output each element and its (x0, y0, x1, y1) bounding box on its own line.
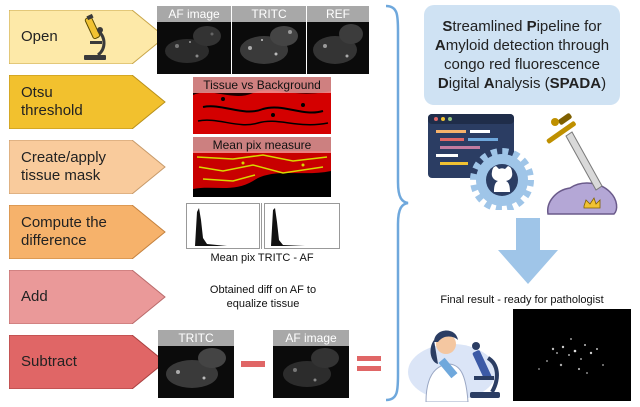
histogram-left-bars (193, 208, 257, 246)
step-open: Open (9, 10, 167, 64)
step-add-label: Add (21, 288, 48, 305)
step-add: Add (9, 270, 167, 324)
step-mask: Create/apply tissue mask (9, 140, 167, 194)
tritc-image-texture (240, 26, 298, 64)
af-image-texture (165, 26, 221, 63)
final-result-image (513, 309, 631, 401)
subtract-af-texture (283, 348, 339, 387)
mean-pix-measure-header: Mean pix measure (193, 137, 331, 153)
mean-pix-tritc-af-caption: Mean pix TRITC - AF (210, 252, 314, 264)
subtract-tritc-header: TRITC (158, 330, 234, 346)
github-gear-icon (470, 148, 534, 210)
step-otsu: Otsu threshold (9, 75, 167, 129)
step-mask-label: Create/apply tissue mask (21, 149, 107, 184)
step-difference-label: Compute the difference (21, 214, 107, 249)
equals-operator (357, 356, 381, 371)
curly-brace (385, 4, 409, 402)
microscope-icon (84, 13, 106, 60)
mean-pix-texture (193, 151, 331, 189)
histogram-divider (261, 203, 262, 249)
af-image-header: AF image (157, 6, 231, 22)
ref-image-texture (313, 24, 363, 64)
final-result-texture (538, 338, 604, 374)
tissue-vs-background-header: Tissue vs Background (193, 77, 331, 93)
ref-header: REF (307, 6, 369, 22)
tritc-header: TRITC (232, 6, 306, 22)
minus-operator (241, 361, 265, 367)
down-arrow-icon (498, 218, 558, 284)
code-window-icon (428, 114, 534, 210)
step-otsu-label: Otsu threshold (21, 84, 83, 119)
step-subtract: Subtract (9, 335, 167, 389)
spada-title: Streamlined Pipeline for Amyloid detecti… (434, 18, 610, 92)
histogram-right-bars (269, 208, 337, 246)
histogram-right (264, 203, 340, 249)
final-result-caption: Final result - ready for pathologist (440, 294, 604, 306)
subtract-tritc-texture (166, 348, 226, 388)
sword-in-stone-icon (546, 113, 618, 215)
spada-title-box: Streamlined Pipeline for Amyloid detecti… (424, 5, 620, 105)
lab-microscope-icon (470, 342, 500, 398)
scientist-microscope-icon (408, 330, 500, 402)
subtract-af-header: AF image (273, 330, 349, 346)
step-difference: Compute the difference (9, 205, 167, 259)
step-open-label: Open (21, 28, 58, 45)
step-subtract-label: Subtract (21, 353, 77, 370)
obtained-diff-caption: Obtained diff on AF to equalize tissue (209, 284, 317, 310)
histogram-left (186, 203, 260, 249)
